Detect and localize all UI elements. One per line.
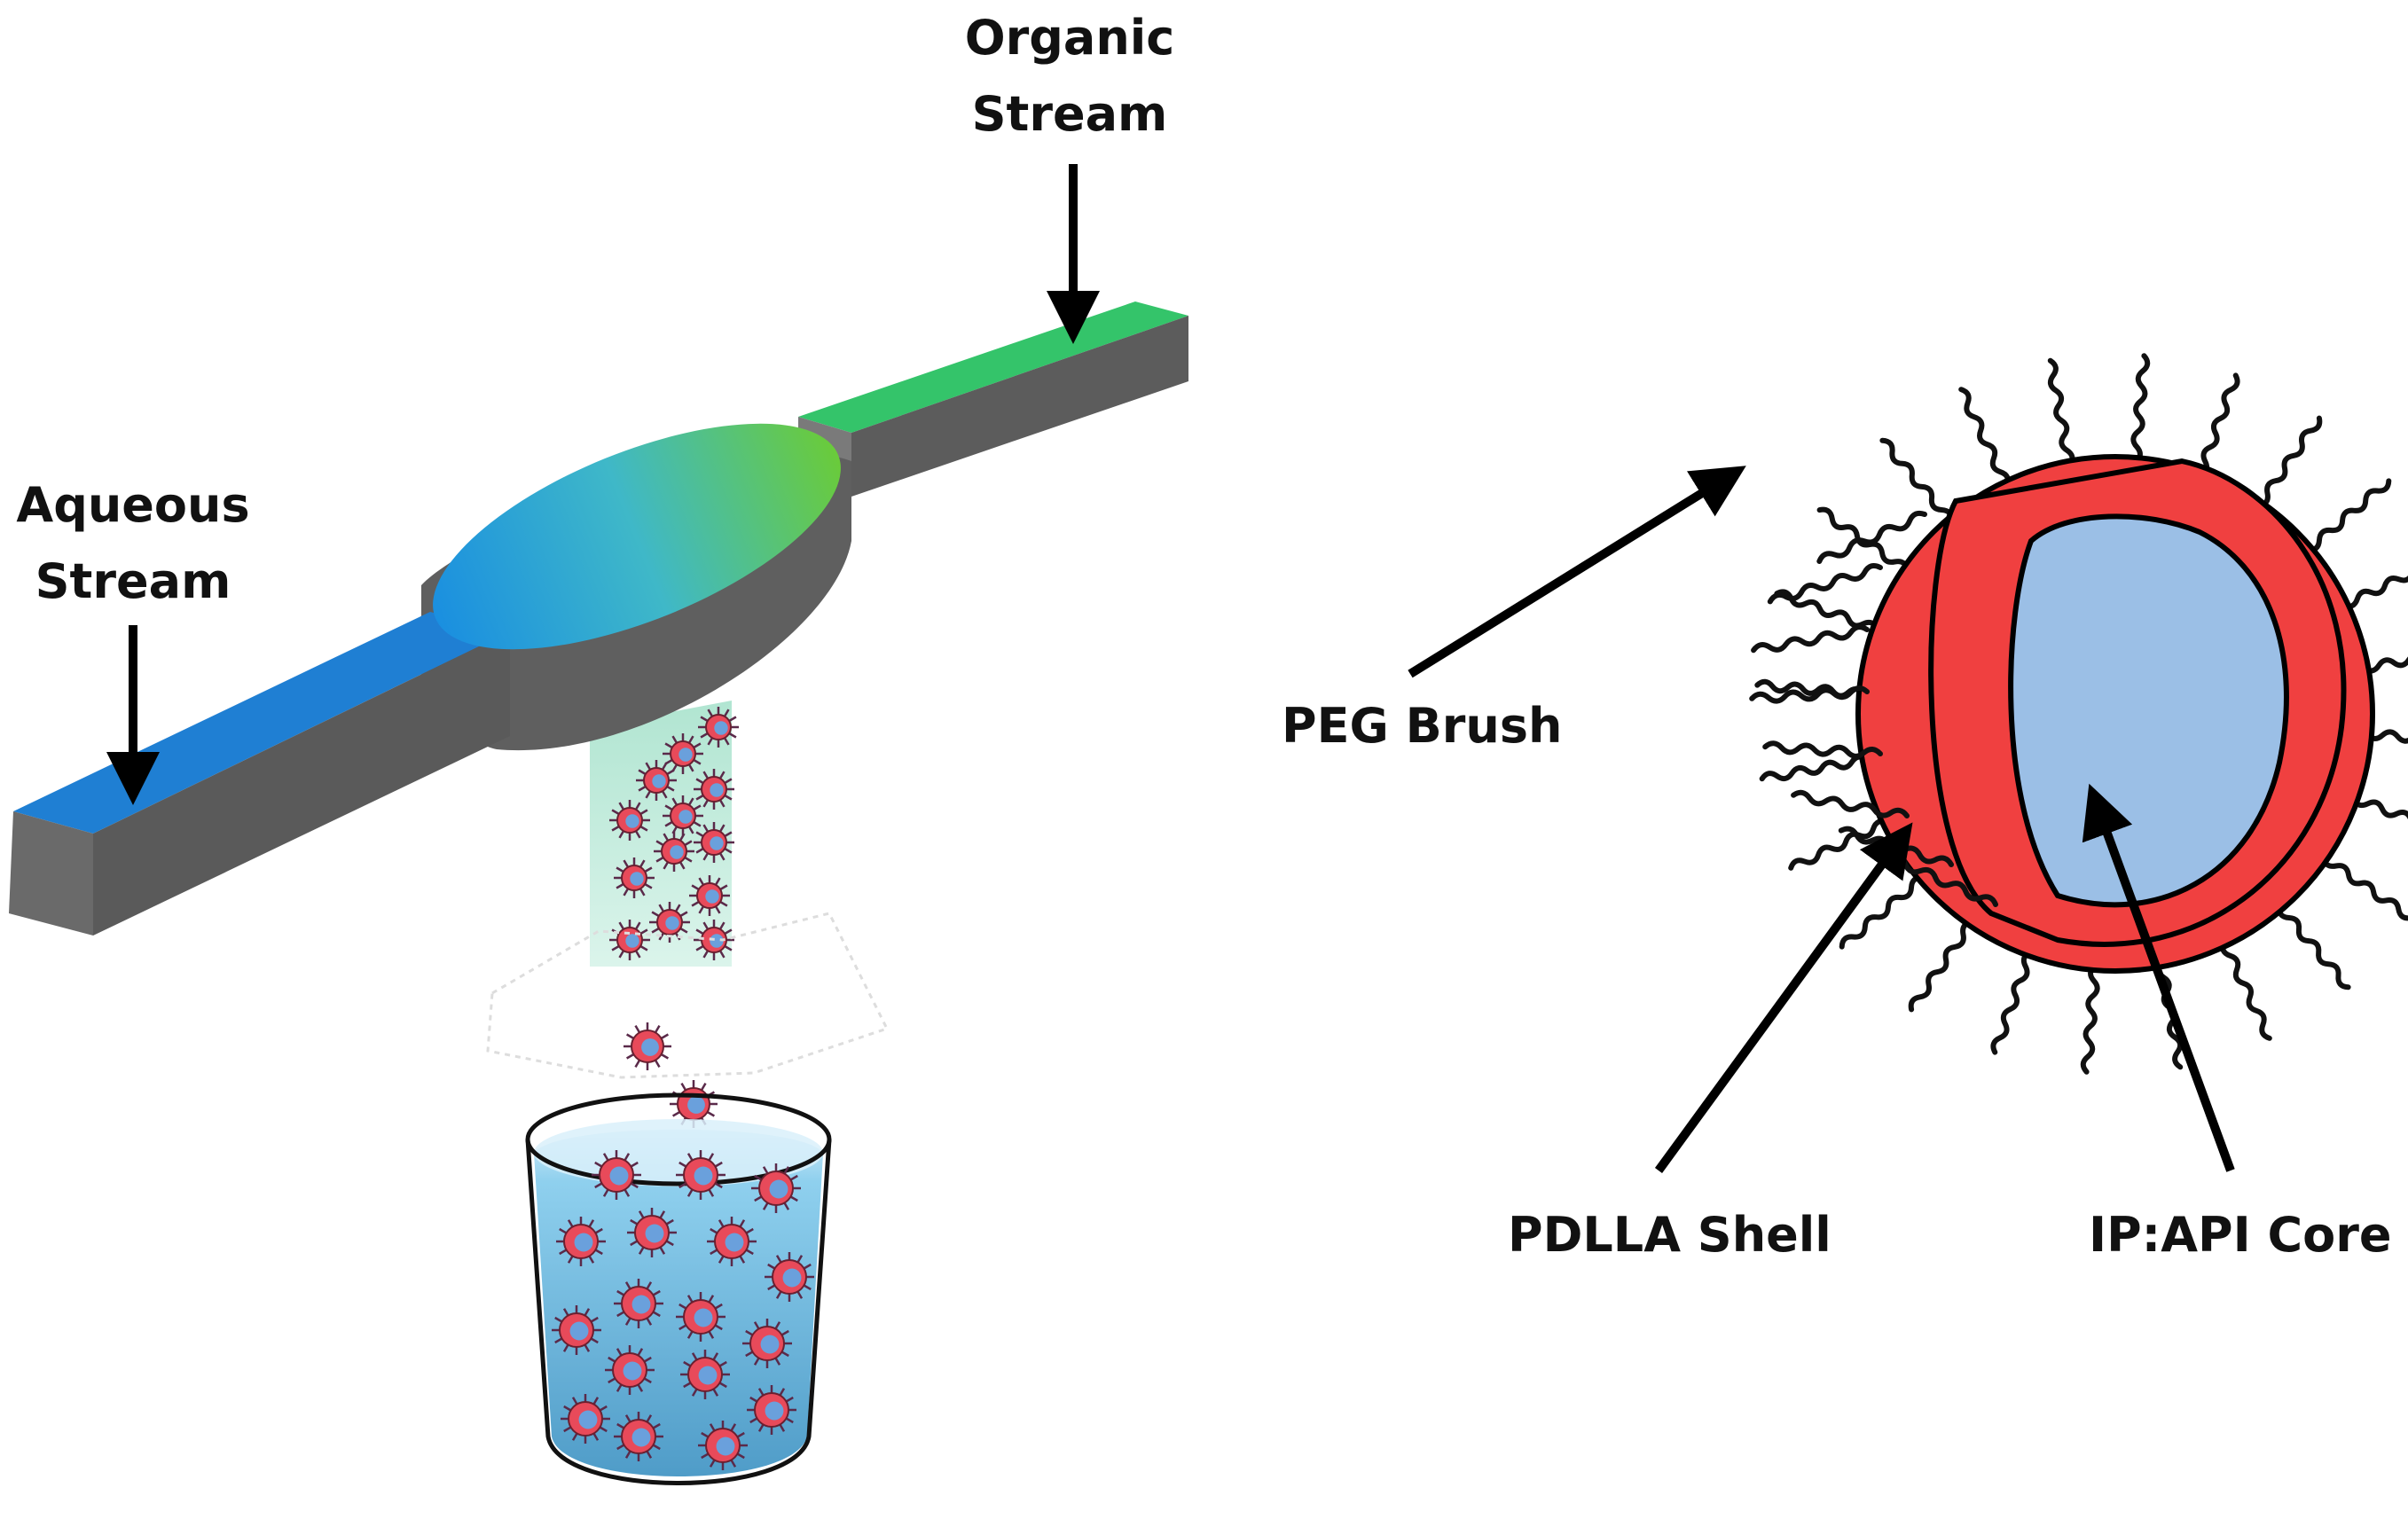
- peg-chain: [2223, 942, 2270, 1037]
- peg-brush-arrow: [1410, 479, 1725, 674]
- organic-stream-label-line2: Stream: [965, 76, 1175, 153]
- peg-chain: [2343, 560, 2408, 607]
- microfluidic-mixer: [9, 301, 1188, 1128]
- aqueous-stream-label-line1: Aqueous: [16, 467, 249, 544]
- peg-chain: [1993, 952, 2030, 1053]
- peg-chain: [2259, 419, 2320, 506]
- peg-chain: [1762, 756, 1867, 779]
- peg-chain: [1882, 441, 1951, 521]
- peg-chain: [1770, 566, 1880, 601]
- peg-chain: [2324, 857, 2408, 919]
- pdlla-shell-arrow: [1659, 842, 1898, 1171]
- peg-chain: [2083, 966, 2098, 1072]
- collection-beaker: [528, 1095, 829, 1484]
- ip-api-core-label: IP:API Core: [2089, 1197, 2392, 1273]
- peg-chain: [1791, 821, 1886, 868]
- peg-chain: [1961, 389, 2008, 485]
- peg-chain: [2133, 356, 2147, 462]
- organic-stream-label: Organic Stream: [965, 0, 1175, 153]
- peg-brush-label: PEG Brush: [1282, 688, 1562, 764]
- peg-chain: [2051, 361, 2073, 466]
- peg-chain: [2279, 906, 2349, 987]
- peg-chain: [1842, 878, 1923, 947]
- peg-chain: [2200, 375, 2238, 475]
- nanoparticle-icon: [624, 1022, 671, 1070]
- peg-chain: [2354, 799, 2408, 836]
- aqueous-stream-label-line2: Stream: [16, 544, 249, 620]
- peg-chain: [1911, 922, 1973, 1010]
- aqueous-stream-label: Aqueous Stream: [16, 467, 249, 620]
- nanoparticle-schematic: [1752, 356, 2408, 1071]
- peg-chain: [1753, 627, 1867, 650]
- pdlla-shell-label: PDLLA Shell: [1508, 1197, 1831, 1273]
- peg-chain: [2308, 481, 2388, 550]
- organic-stream-label-line1: Organic: [965, 0, 1175, 76]
